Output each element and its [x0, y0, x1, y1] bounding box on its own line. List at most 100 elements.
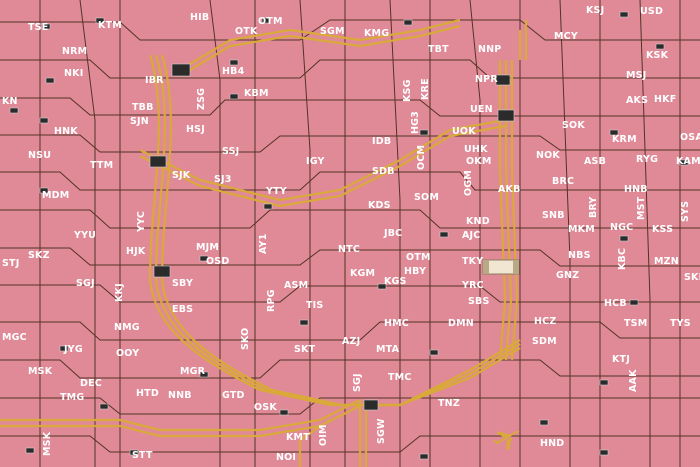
station-label: SJN: [130, 116, 149, 127]
station-label: HNB: [624, 184, 648, 195]
station-label: GTD: [222, 390, 245, 401]
station-label: GNZ: [556, 270, 580, 281]
station-label: KGM: [350, 268, 376, 279]
station-label: SGW: [376, 418, 387, 444]
station-label: HND: [540, 438, 565, 449]
station-label: EBS: [172, 304, 194, 315]
station-label: YTY: [266, 186, 287, 197]
station-label: NOK: [536, 150, 560, 161]
station-label: SGJ: [76, 278, 95, 289]
station-label: NRM: [62, 46, 88, 57]
station-label: KRM: [612, 134, 637, 145]
station-label: DMN: [448, 318, 474, 329]
station-label: KSS: [652, 224, 674, 235]
station-label: SKO: [240, 327, 251, 350]
station-label: SBY: [172, 278, 194, 289]
station-label: HBY: [404, 266, 427, 277]
station-label: HG3: [410, 111, 421, 134]
station-label: ASB: [584, 156, 607, 167]
station-label: TBB: [132, 102, 154, 113]
station-label: NGC: [610, 222, 634, 233]
station-label: AJC: [462, 230, 481, 241]
station-label: HCB: [604, 298, 627, 309]
station-label: RYG: [636, 154, 659, 165]
station-label: MGR: [180, 366, 206, 377]
station-label: SJK: [172, 170, 191, 181]
station-label: SGJ: [352, 373, 363, 392]
station-label: KMG: [364, 28, 390, 39]
station-label: OSK: [254, 402, 277, 413]
station-label: ASM: [284, 280, 309, 291]
station-label: SBS: [468, 296, 490, 307]
station-label: SJ3: [214, 174, 232, 185]
station-label: BRC: [552, 176, 575, 187]
station-label: MSK: [28, 366, 53, 377]
station-label: SOK: [562, 120, 585, 131]
station-label: SSJ: [222, 146, 240, 157]
station-label: HB4: [222, 66, 245, 77]
station-label: KSJ: [586, 5, 605, 16]
station-label: NKI: [64, 68, 84, 79]
station-label: MST: [636, 196, 647, 220]
station-label: OKM: [466, 156, 492, 167]
station-label: MGC: [2, 332, 27, 343]
station-label: AKB: [498, 184, 521, 195]
station-label: NTC: [338, 244, 361, 255]
station-label: TBT: [428, 44, 449, 55]
station-label: KND: [466, 216, 490, 227]
station-label: BRY: [588, 196, 599, 218]
station-label: IBR: [145, 75, 164, 86]
station-label: JYG: [64, 344, 83, 355]
station-label: DEC: [80, 378, 102, 389]
station-label: MSK: [42, 431, 53, 456]
station-label: TIS: [306, 300, 324, 311]
station-label: HCZ: [534, 316, 557, 327]
station-label: SDM: [532, 336, 557, 347]
beige-capacitor: [482, 259, 520, 275]
station-label: TNZ: [438, 398, 460, 409]
station-label: HTD: [136, 388, 159, 399]
station-label: MJM: [196, 242, 220, 253]
station-label: KMT: [286, 432, 310, 443]
station-label: AZJ: [342, 336, 361, 347]
station-label: TSM: [624, 318, 648, 329]
station-label: KGS: [384, 276, 407, 287]
smd-components: [9, 11, 689, 460]
station-label: TKY: [462, 256, 484, 267]
station-label: KN: [2, 96, 18, 107]
station-label: NBS: [568, 250, 591, 261]
station-label: HKF: [654, 94, 677, 105]
station-label: IDB: [372, 136, 392, 147]
station-label: OTK: [235, 26, 258, 37]
station-label: SKI: [684, 272, 700, 283]
station-label: YYU: [74, 230, 97, 241]
station-label: SKT: [294, 344, 316, 355]
station-label: MCY: [554, 31, 578, 42]
station-label: KTJ: [612, 354, 630, 365]
gold-bus-traces: [0, 18, 528, 467]
station-label: SGM: [320, 26, 345, 37]
station-label: NPR: [475, 74, 498, 85]
station-label: MDM: [42, 190, 70, 201]
station-label: OOY: [116, 348, 140, 359]
station-label: SOM: [414, 192, 439, 203]
station-label: AKS: [626, 95, 649, 106]
station-label: TMG: [60, 392, 85, 403]
station-label: KAM: [676, 156, 700, 167]
station-label: OSA: [680, 132, 700, 143]
station-label: STJ: [2, 258, 20, 269]
station-label: NSU: [28, 150, 52, 161]
station-label: OIM: [318, 424, 329, 446]
station-label: SNB: [542, 210, 565, 221]
station-label: NNB: [168, 390, 192, 401]
station-label: UEN: [470, 104, 493, 115]
station-label: AY1: [258, 233, 269, 254]
station-label: HSJ: [186, 124, 205, 135]
station-label: YRC: [462, 280, 484, 291]
station-label: ZSG: [196, 87, 207, 110]
station-label: AAK: [628, 369, 639, 392]
station-label: SDB: [372, 166, 395, 177]
station-label: OSD: [206, 256, 230, 267]
